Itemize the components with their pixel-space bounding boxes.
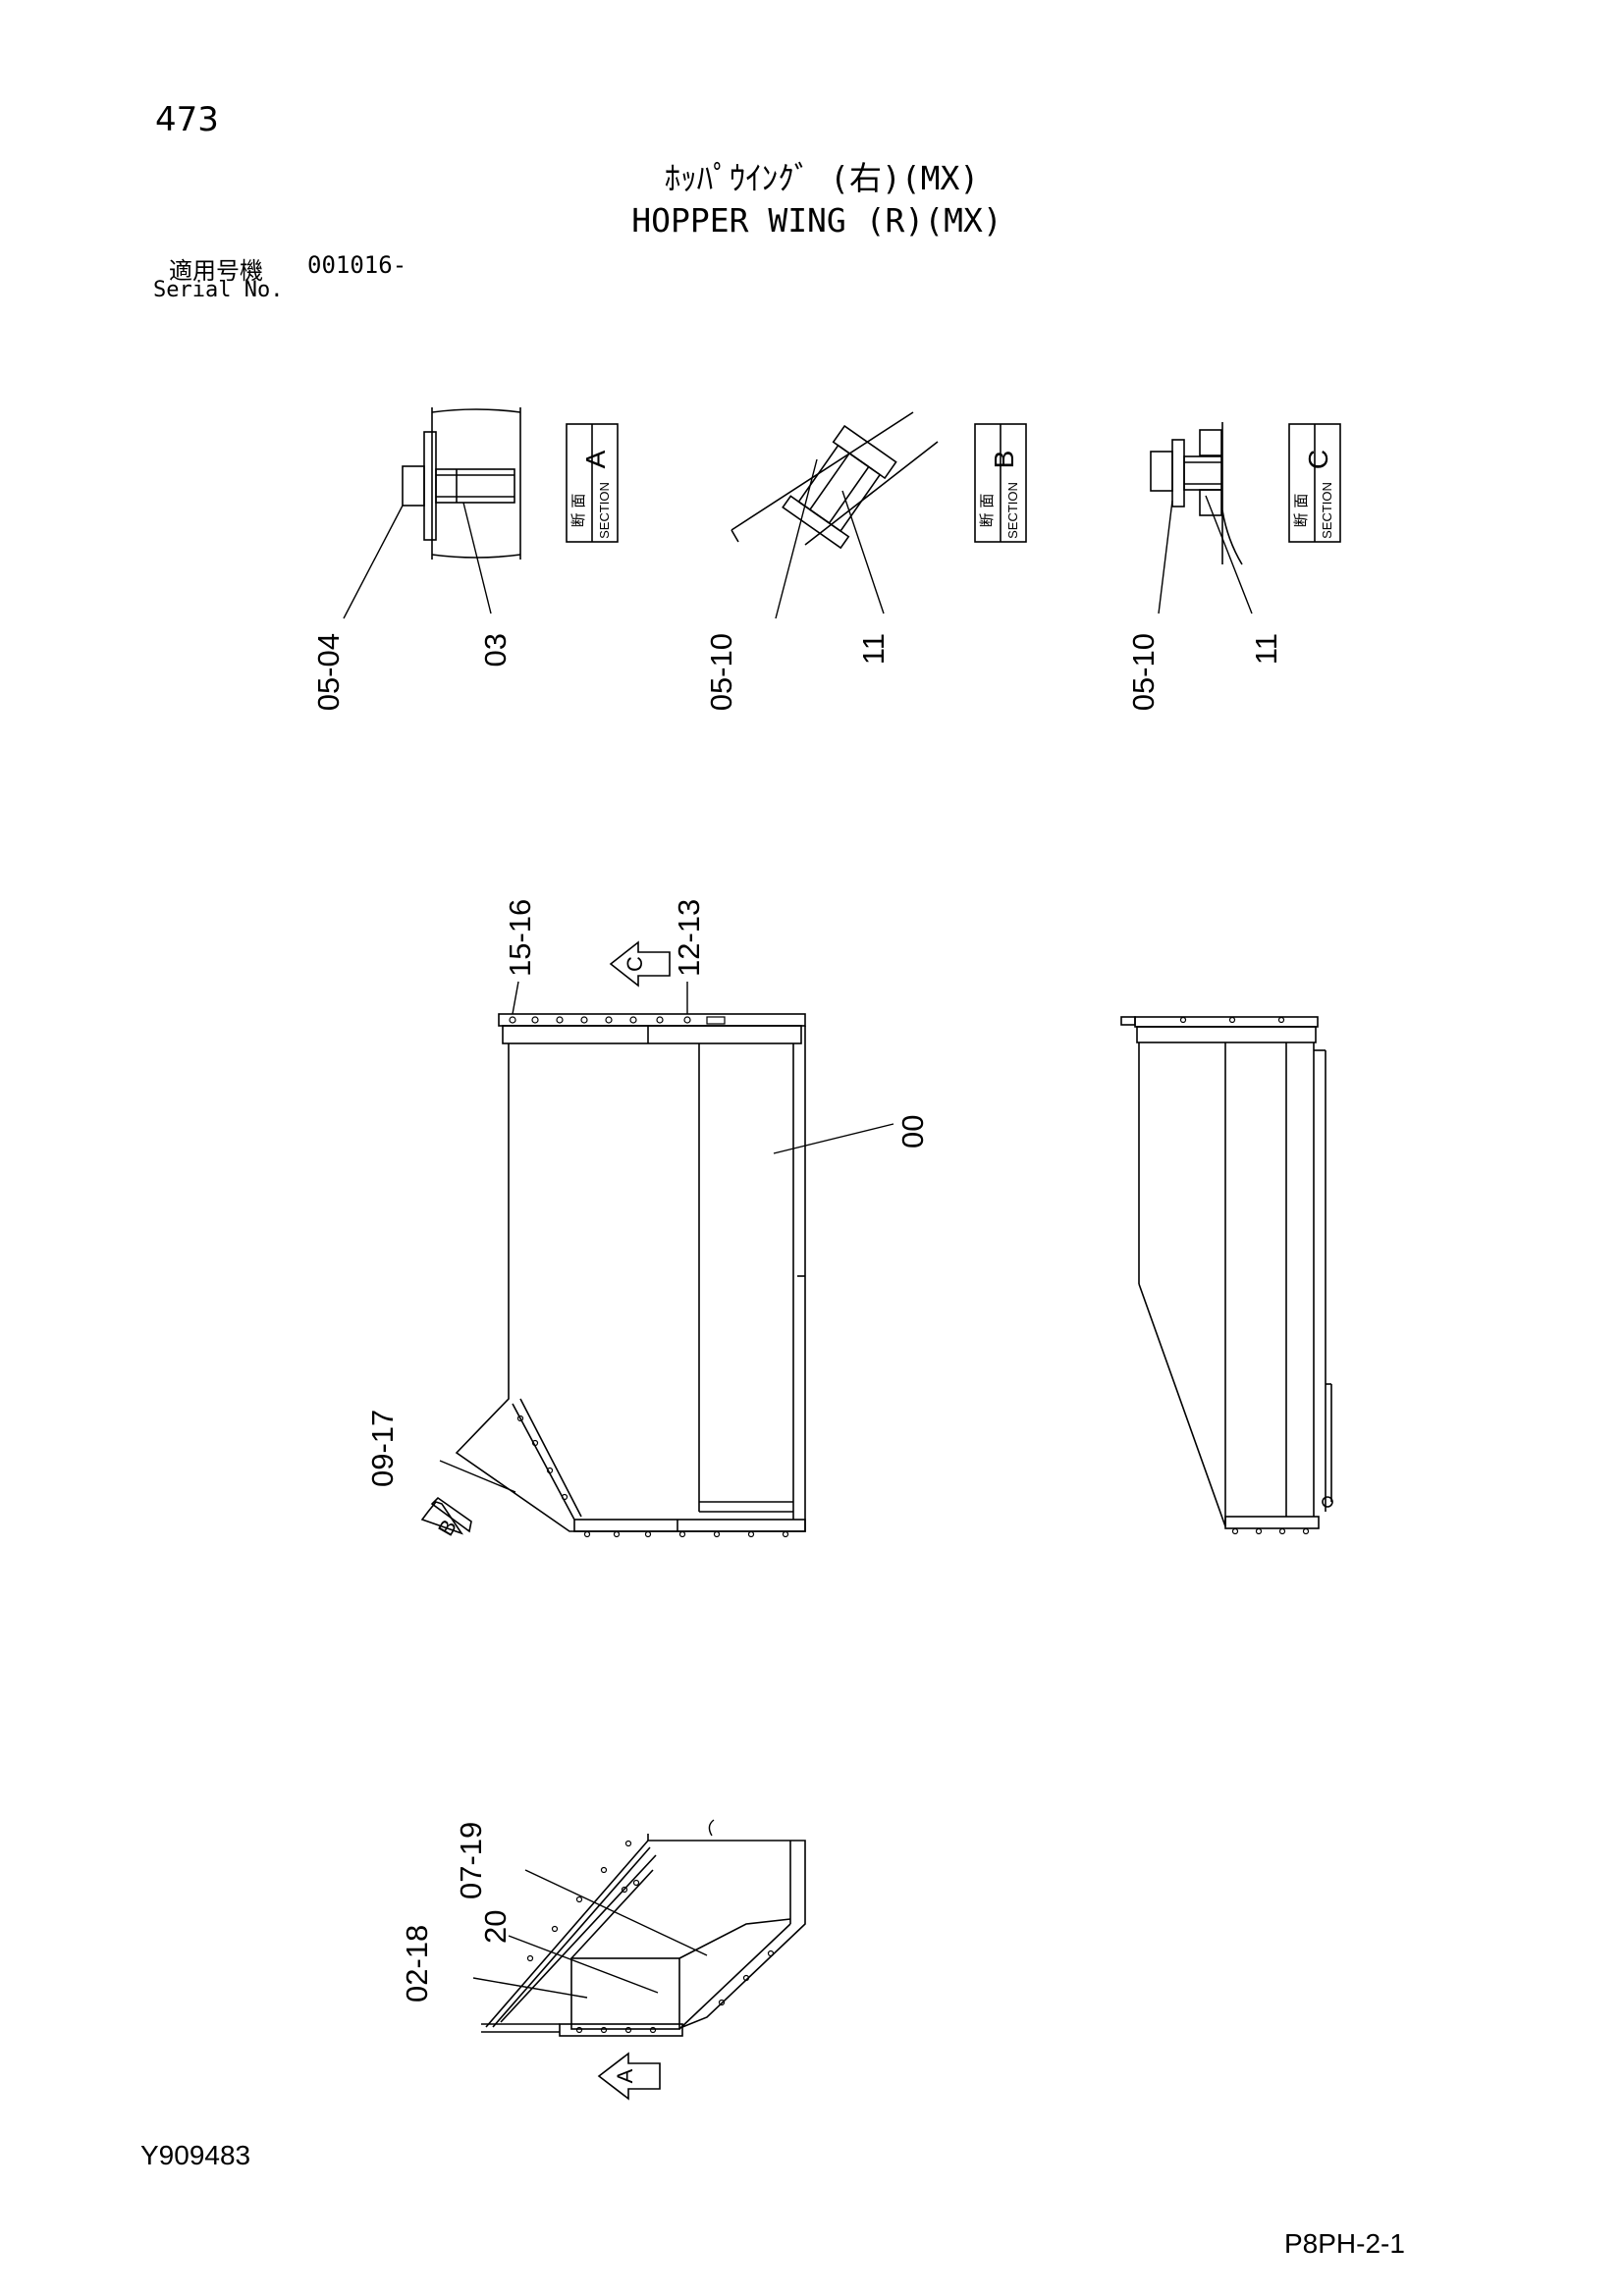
- callout-09-17: 09-17: [365, 1410, 400, 1487]
- front-view: C B 15-16 12-13 00 09-17: [365, 899, 930, 1540]
- sheet-code: P8PH-2-1: [1284, 2228, 1405, 2259]
- section-letter: A: [580, 450, 611, 468]
- callout-05-10: 05-10: [1126, 633, 1161, 711]
- section-label-english: SECTION: [597, 482, 612, 539]
- callout-15-16: 15-16: [503, 899, 537, 977]
- bottom-view: A 07-19 20 02-18: [400, 1819, 806, 2101]
- serial-number-value: 001016-: [307, 251, 407, 279]
- section-label-english: SECTION: [1320, 482, 1334, 539]
- view-arrow-a-label: A: [613, 2068, 637, 2083]
- section-letter: C: [1303, 450, 1333, 469]
- section-label-japanese: 断 面: [1292, 494, 1310, 528]
- section-a-detail: A 断 面 SECTION 05-04 03: [311, 407, 619, 711]
- document-code: Y909483: [140, 2140, 251, 2170]
- callout-12-13: 12-13: [672, 899, 706, 977]
- section-c-detail: C 断 面 SECTION 05-10 11: [1126, 422, 1341, 711]
- callout-11: 11: [856, 633, 891, 665]
- section-label-english: SECTION: [1005, 482, 1020, 539]
- section-label-japanese: 断 面: [569, 494, 587, 528]
- title-english: HOPPER WING (R)(MX): [631, 201, 1002, 240]
- callout-20: 20: [478, 1910, 513, 1944]
- section-label-japanese: 断 面: [978, 494, 996, 528]
- view-arrow-c-label: C: [623, 956, 647, 972]
- callout-05-10: 05-10: [704, 633, 738, 711]
- callout-02-18: 02-18: [400, 1925, 434, 2002]
- callout-07-19: 07-19: [454, 1822, 488, 1899]
- callout-11: 11: [1249, 633, 1283, 665]
- serial-label-japanese: 適用号機: [169, 257, 263, 285]
- callout-00: 00: [895, 1115, 930, 1148]
- view-arrow-b-label: B: [433, 1516, 461, 1540]
- callout-05-04: 05-04: [311, 633, 346, 711]
- page-number: 473: [155, 100, 219, 139]
- callout-03: 03: [478, 633, 513, 667]
- section-letter: B: [989, 451, 1019, 469]
- side-view: [1120, 1016, 1333, 1535]
- serial-label-english: Serial No.: [153, 278, 284, 302]
- section-b-detail: B 断 面 SECTION 05-10 11: [704, 411, 1027, 711]
- title-japanese: ﾎｯﾊﾟｳｲﾝｸﾞ (右)(MX): [664, 159, 980, 197]
